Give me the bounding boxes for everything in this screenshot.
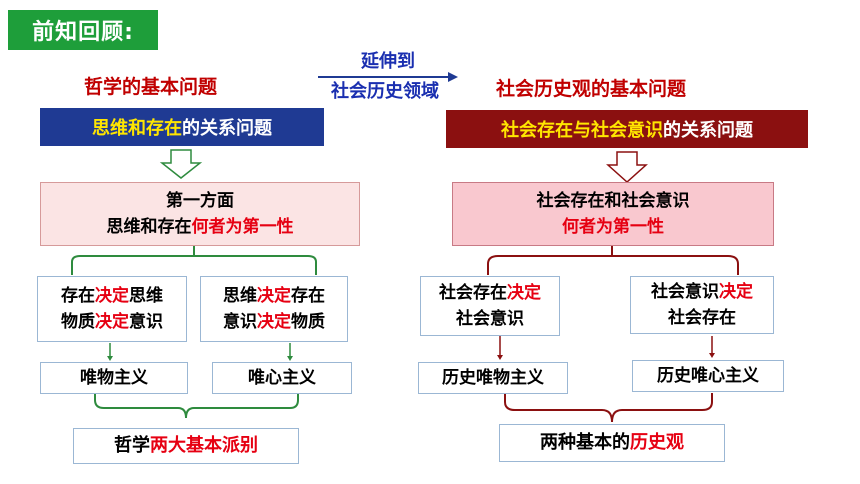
right-top-line2: 何者为第一性 <box>562 217 664 237</box>
right-bracket <box>504 393 713 423</box>
left-question-bar: 思维和存在的关系问题 <box>40 108 324 146</box>
right-title: 社会历史观的基本问题 <box>496 78 687 100</box>
left-bottom-box: 哲学两大基本派别 <box>73 428 299 464</box>
right-result-idealism: 历史唯心主义 <box>632 360 784 392</box>
right-branch-line <box>487 255 739 275</box>
extension-line2: 社会历史领域 <box>331 81 439 102</box>
right-bar-highlight: 社会存在与社会意识 <box>501 120 663 141</box>
right-bottom-box: 两种基本的历史观 <box>499 424 725 462</box>
left-bar-text: 的关系问题 <box>182 118 272 139</box>
left-top-line2: 思维和存在何者为第一性 <box>106 217 294 237</box>
left-box-idealism: 思维决定存在 意识决定物质 <box>200 276 348 342</box>
right-result-materialism: 历史唯物主义 <box>418 362 568 394</box>
extension-line1: 延伸到 <box>361 51 415 72</box>
right-question-bar: 社会存在与社会意识的关系问题 <box>446 110 808 148</box>
extension-arrowhead <box>448 72 458 82</box>
left-box-materialism: 存在决定思维 物质决定意识 <box>37 276 187 342</box>
right-bar-text: 的关系问题 <box>663 120 753 141</box>
left-bar-highlight: 思维和存在 <box>92 118 182 139</box>
left-hollow-arrow <box>159 149 203 179</box>
left-bracket <box>94 392 299 419</box>
left-branch-line <box>71 255 317 275</box>
right-box-historical-idealism: 社会意识决定 社会存在 <box>630 276 774 334</box>
left-top-line1: 第一方面 <box>166 190 234 211</box>
left-result-materialism: 唯物主义 <box>40 362 188 394</box>
left-top-box: 第一方面 思维和存在何者为第一性 <box>40 182 360 246</box>
right-top-line1: 社会存在和社会意识 <box>536 190 690 211</box>
left-title: 哲学的基本问题 <box>84 76 218 98</box>
right-box-historical-materialism: 社会存在决定 社会意识 <box>420 276 560 336</box>
review-badge: 前知回顾: <box>8 10 158 50</box>
right-hollow-arrow <box>606 151 648 184</box>
left-result-idealism: 唯心主义 <box>212 362 352 394</box>
right-top-box: 社会存在和社会意识 何者为第一性 <box>452 182 774 246</box>
